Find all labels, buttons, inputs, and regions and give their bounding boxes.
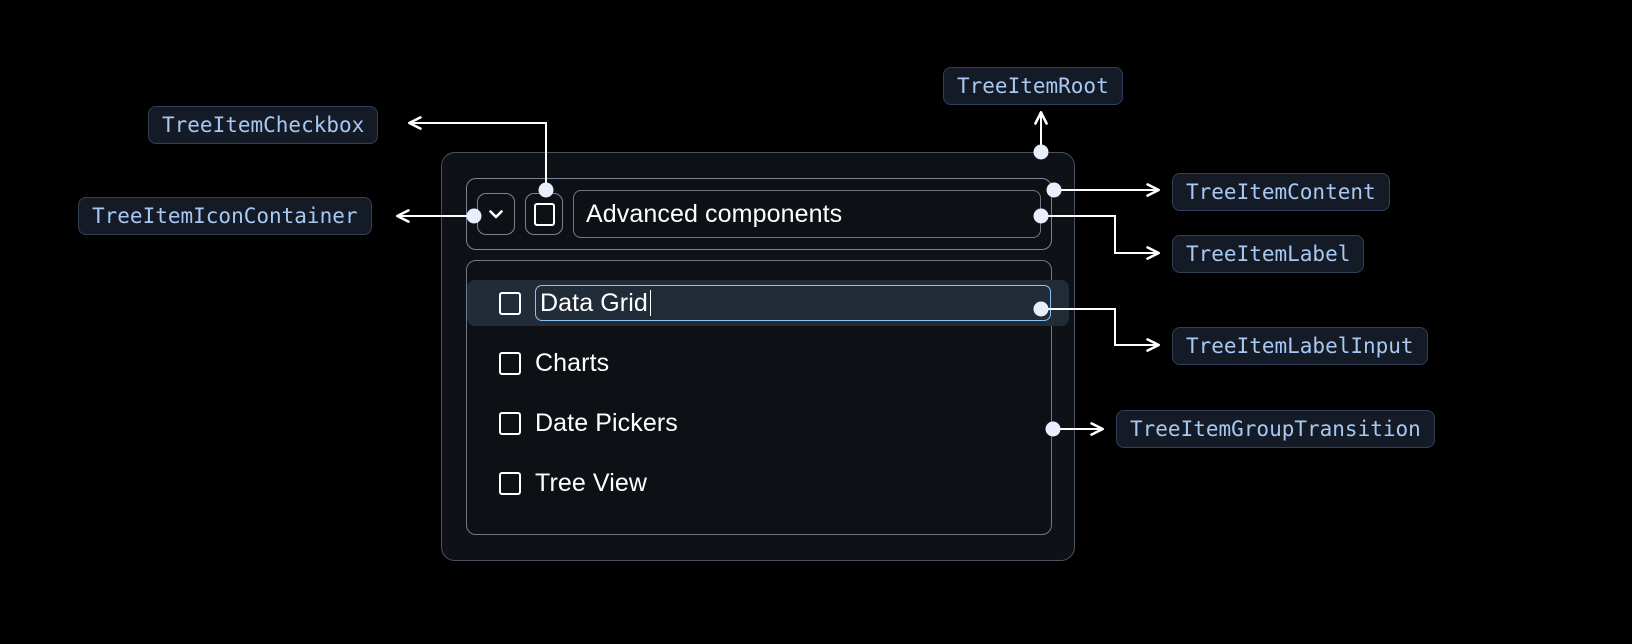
tree-item-label-text: Charts	[535, 348, 610, 377]
tree-item-row-data-grid[interactable]: Data Grid	[467, 280, 1069, 326]
checkbox-unchecked-icon[interactable]	[499, 351, 521, 375]
annotation-label-tree-item-icon-container: TreeItemIconContainer	[78, 197, 372, 235]
annotation-label-tree-item-content: TreeItemContent	[1172, 173, 1390, 211]
tree-item-label[interactable]: Advanced components	[573, 190, 1041, 238]
annotation-label-tree-item-checkbox: TreeItemCheckbox	[148, 106, 379, 144]
tree-item-label-text: Tree View	[535, 468, 648, 497]
checkbox-unchecked-icon[interactable]	[499, 291, 521, 315]
tree-item-row-charts[interactable]: Charts	[467, 340, 1051, 386]
checkbox-unchecked-icon	[533, 202, 555, 226]
tree-item-group-transition: Data Grid Charts Date Pickers Tree View	[466, 260, 1069, 535]
tree-item-row-tree-view[interactable]: Tree View	[467, 460, 1051, 506]
tree-item-icon-container[interactable]	[477, 193, 515, 235]
checkbox-unchecked-icon[interactable]	[499, 411, 521, 435]
annotation-label-tree-item-label-input: TreeItemLabelInput	[1172, 327, 1428, 365]
text-caret	[649, 290, 652, 316]
tree-item-root[interactable]: Advanced components Data Grid Charts Dat…	[441, 152, 1075, 561]
tree-item-row-date-pickers[interactable]: Date Pickers	[467, 400, 1051, 446]
tree-item-checkbox[interactable]	[525, 193, 563, 235]
tree-item-label-text: Date Pickers	[535, 408, 678, 437]
tree-item-label-text: Advanced components	[586, 199, 843, 228]
tree-item-label-input-value: Data Grid	[540, 288, 648, 317]
checkbox-unchecked-icon[interactable]	[499, 471, 521, 495]
tree-item-label-input[interactable]: Data Grid	[535, 285, 1051, 321]
annotation-label-tree-item-group-transition: TreeItemGroupTransition	[1116, 410, 1435, 448]
annotation-label-tree-item-label: TreeItemLabel	[1172, 235, 1365, 273]
tree-item-content[interactable]: Advanced components	[466, 178, 1052, 250]
annotation-label-tree-item-root: TreeItemRoot	[943, 67, 1123, 105]
chevron-down-icon	[484, 202, 508, 226]
